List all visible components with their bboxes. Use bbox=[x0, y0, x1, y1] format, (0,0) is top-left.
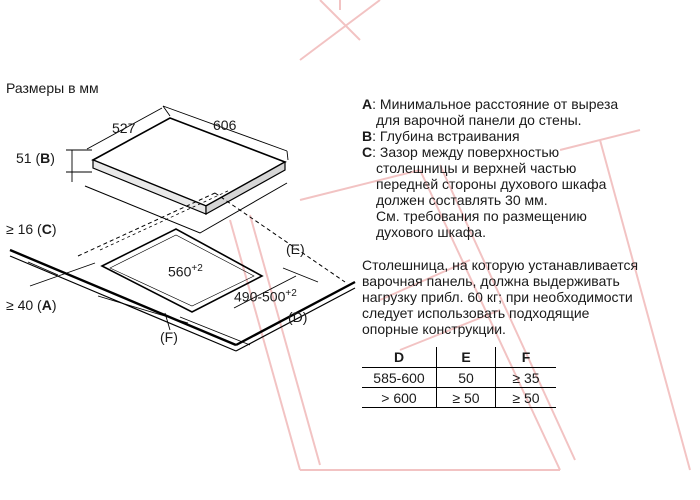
dim-depth: 527 bbox=[112, 120, 136, 136]
table-cell: 50 bbox=[436, 367, 496, 388]
paragraph-line: варочная панель, должна выдерживать bbox=[362, 273, 620, 289]
table-header-row: D E F bbox=[362, 347, 556, 368]
table-cell: ≥ 50 bbox=[495, 387, 556, 408]
label-f: (F) bbox=[160, 329, 178, 345]
legend-a-line2: для варочной панели до стены. bbox=[376, 112, 582, 128]
cooktop-side-right bbox=[205, 160, 286, 216]
table-row: > 600 ≥ 50 ≥ 50 bbox=[362, 387, 556, 408]
paragraph-line: следует использовать подходящие bbox=[362, 305, 590, 321]
dim-gap-a: ≥ 40 (A) bbox=[6, 297, 57, 313]
countertop bbox=[9, 189, 356, 352]
units-label: Размеры в мм bbox=[6, 80, 99, 96]
legend-b: B: Глубина встраивания bbox=[362, 128, 520, 144]
legend-c-line4: должен составлять 30 мм. bbox=[376, 192, 548, 208]
legend-c-line6: духового шкафа. bbox=[376, 224, 486, 240]
table-row: 585-600 50 ≥ 35 bbox=[362, 367, 556, 388]
paragraph-line: Столешница, на которую устанавливается bbox=[362, 257, 639, 273]
legend-c-line2: столешницы и верхней частью bbox=[376, 160, 577, 176]
table-cell: ≥ 35 bbox=[495, 367, 556, 388]
dim-cutout-depth: 490-500+2 bbox=[234, 288, 297, 305]
clearance-table: D E F 585-600 50 ≥ 35 > 600 ≥ 50 ≥ 50 bbox=[362, 347, 556, 408]
label-d: (D) bbox=[288, 309, 308, 325]
header-f: F bbox=[495, 347, 556, 368]
legend-c-line3: передней стороны духового шкафа bbox=[376, 176, 607, 192]
header-d: D bbox=[362, 347, 437, 368]
table-cell: 585-600 bbox=[362, 367, 437, 388]
label-e: (E) bbox=[286, 241, 305, 257]
table-cell: ≥ 50 bbox=[436, 387, 496, 408]
table-cell: > 600 bbox=[362, 387, 437, 408]
cooktop bbox=[84, 117, 288, 234]
legend-a-line1: A: Минимальное расстояние от выреза bbox=[362, 96, 619, 112]
paragraph-line: нагрузку прибл. 60 кг; при необходимости bbox=[362, 289, 633, 305]
dim-gap-c: ≥ 16 (C) bbox=[6, 221, 57, 237]
dim-cutout-width: 560+2 bbox=[168, 263, 203, 280]
legend-c-line5: См. требования по размещению bbox=[376, 208, 587, 224]
dim-thickness: 51 (B) bbox=[16, 150, 55, 166]
watermark bbox=[229, 0, 691, 471]
dimension-lines bbox=[66, 105, 289, 182]
paragraph-line: опорные конструкции. bbox=[362, 321, 506, 337]
header-e: E bbox=[436, 347, 496, 368]
cutout bbox=[100, 228, 264, 313]
dim-width: 606 bbox=[213, 117, 237, 133]
legend-c-line1: C: Зазор между поверхностью bbox=[362, 144, 560, 160]
